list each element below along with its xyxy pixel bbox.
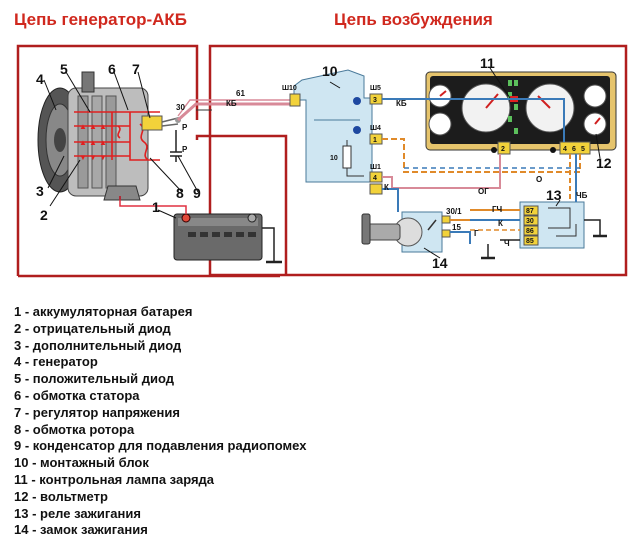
label-pin5: 5	[581, 146, 585, 153]
svg-text:▲: ▲	[99, 122, 107, 131]
legend-item: 7 - регулятор напряжения	[14, 404, 180, 420]
label-pin2: 2	[501, 146, 505, 153]
label-sh1: Ш1	[370, 164, 381, 171]
label-61: 61	[236, 89, 245, 98]
label-kb-left: КБ	[226, 99, 237, 108]
label-r86: 86	[526, 228, 534, 235]
wire-labels: 61 КБ 30 Р Р КБ О ОГ ГЧ К Г Ч ЧБ К 15 30…	[176, 89, 588, 248]
svg-text:▲: ▲	[99, 138, 107, 147]
label-gch: ГЧ	[492, 205, 503, 214]
callout-4: 4	[36, 71, 44, 87]
label-30-1: 30/1	[446, 207, 462, 216]
callout-9: 9	[193, 185, 201, 201]
legend-item: 14 - замок зажигания	[14, 522, 148, 538]
svg-text:▼: ▼	[99, 153, 107, 162]
label-r30: 30	[526, 218, 534, 225]
label-chb: ЧБ	[576, 191, 588, 200]
label-kb-right: КБ	[396, 99, 407, 108]
svg-text:▲: ▲	[79, 138, 87, 147]
callout-7: 7	[132, 61, 140, 77]
voltage-regulator	[141, 115, 181, 131]
label-p-mid: Р	[182, 145, 188, 154]
svg-text:▼: ▼	[89, 153, 97, 162]
legend-item: 11 - контрольная лампа заряда	[14, 471, 215, 487]
mounting-block	[289, 69, 383, 195]
title-right: Цепь возбуждения	[334, 10, 493, 29]
svg-text:▼: ▼	[79, 153, 87, 162]
label-sh4: Ш4	[370, 125, 381, 132]
label-pin4b: 4	[563, 146, 567, 153]
instrument-panel	[425, 71, 617, 155]
legend-item: 13 - реле зажигания	[14, 505, 141, 521]
svg-text:▲: ▲	[79, 122, 87, 131]
legend-item: 12 - вольтметр	[14, 488, 108, 504]
frame-inner	[195, 134, 288, 276]
callout-10: 10	[322, 63, 338, 79]
legend-item: 8 - обмотка ротора	[14, 421, 135, 437]
capacitor	[170, 130, 182, 162]
title-left: Цепь генератор-АКБ	[14, 10, 188, 29]
connector-labels: Ш10 Ш5 Ш4 Ш1 3 1 4 10 2 4 6 5 87 30 86 8…	[282, 85, 585, 245]
label-pin4: 4	[373, 175, 377, 182]
callout-13: 13	[546, 187, 562, 203]
callout-leaders	[43, 67, 601, 259]
wire-kb	[177, 99, 300, 122]
label-pin10: 10	[330, 155, 338, 162]
generator	[37, 71, 149, 201]
svg-text:▲: ▲	[89, 122, 97, 131]
legend-item: 3 - дополнительный диод	[14, 337, 182, 353]
callout-12: 12	[596, 155, 612, 171]
frame-right	[208, 44, 628, 277]
diodes: ▲▲▲ ▲▲▲ ▼▼▼	[79, 122, 107, 162]
legend-item: 6 - обмотка статора	[14, 387, 140, 403]
label-g: Г	[474, 229, 479, 238]
callout-2: 2	[40, 207, 48, 223]
callout-numbers: 1 2 3 4 5 6 7 8 9 10 11 12 13 14	[36, 55, 612, 271]
ignition-relay	[519, 201, 607, 249]
callout-3: 3	[36, 183, 44, 199]
label-ch: Ч	[504, 239, 510, 248]
callout-6: 6	[108, 61, 116, 77]
generator-internals	[74, 111, 160, 161]
excitation-wires	[382, 98, 584, 241]
label-sh10: Ш10	[282, 85, 297, 92]
battery	[119, 196, 282, 264]
legend: 1 - аккумуляторная батарея 2 - отрицател…	[14, 304, 306, 539]
label-pin1: 1	[373, 137, 377, 144]
legend-item: 9 - конденсатор для подавления радиопоме…	[14, 438, 307, 454]
label-sh5: Ш5	[370, 85, 381, 92]
callout-8: 8	[176, 185, 184, 201]
legend-item: 2 - отрицательный диод	[14, 320, 171, 336]
label-pin3: 3	[373, 97, 377, 104]
callout-1: 1	[152, 199, 160, 215]
label-r87: 87	[526, 208, 534, 215]
svg-text:▲: ▲	[89, 138, 97, 147]
label-pin6: 6	[572, 146, 576, 153]
wiring-diagram: ▲▲▲ ▲▲▲ ▼▼▼	[16, 44, 628, 278]
label-k-block: К	[384, 183, 389, 192]
callout-5: 5	[60, 61, 68, 77]
label-15: 15	[452, 223, 461, 232]
legend-item: 10 - монтажный блок	[14, 455, 149, 471]
legend-item: 4 - генератор	[14, 354, 98, 370]
label-k: К	[498, 219, 503, 228]
callout-14: 14	[432, 255, 448, 271]
label-30: 30	[176, 103, 185, 112]
label-p-top: Р	[182, 123, 188, 132]
label-og: ОГ	[478, 187, 489, 196]
ignition-lock	[361, 211, 495, 260]
legend-item: 5 - положительный диод	[14, 371, 174, 387]
label-o: О	[536, 175, 542, 184]
callout-11: 11	[480, 55, 495, 71]
legend-item: 1 - аккумуляторная батарея	[14, 304, 193, 319]
label-r85: 85	[526, 238, 534, 245]
